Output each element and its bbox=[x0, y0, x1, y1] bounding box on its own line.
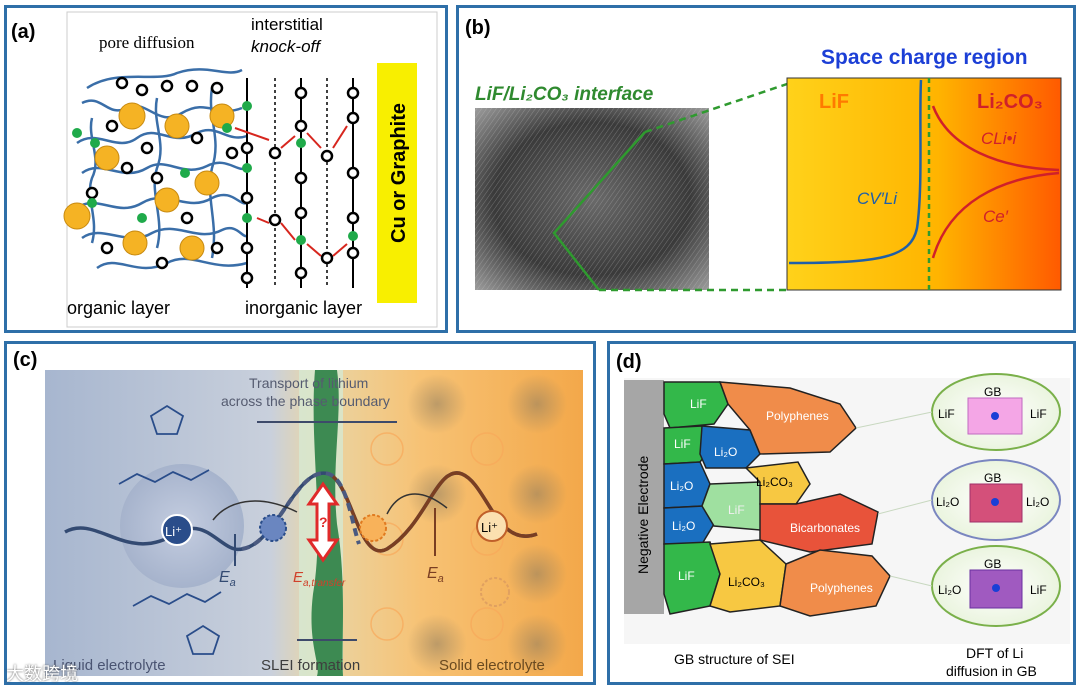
panel-a-label: (a) bbox=[11, 21, 35, 43]
region-li2o-2: Li₂O bbox=[670, 479, 693, 493]
caption-dft-line2: diffusion in GB bbox=[946, 663, 1037, 679]
vacancy-curve bbox=[788, 79, 923, 265]
space-charge-plot bbox=[786, 77, 1062, 291]
interface-marker bbox=[552, 131, 646, 291]
li-plus-left: Li⁺ bbox=[165, 524, 182, 539]
solvent-molecules bbox=[118, 404, 222, 655]
tem-image bbox=[475, 108, 709, 290]
li-ion-right bbox=[476, 510, 508, 542]
panel-c: (c) Li⁺ Li⁺ bbox=[4, 341, 596, 685]
region-li2o-3: Li₂O bbox=[672, 519, 695, 533]
region-li2co3-1: Li₂CO₃ bbox=[756, 475, 793, 489]
dft-gb-1 bbox=[931, 373, 1061, 451]
interstitial-conc-label: CLi•i bbox=[981, 129, 1017, 148]
transport-line2: across the phase boundary bbox=[221, 393, 390, 409]
panel-b: (b) Space charge region LiF/Li₂CO₃ inter… bbox=[456, 5, 1076, 333]
dft-1-right: LiF bbox=[1030, 407, 1047, 421]
barrier-question: ? bbox=[319, 514, 328, 530]
dft-1-left: LiF bbox=[938, 407, 955, 421]
vacancy-site bbox=[480, 577, 510, 607]
li-plus-right: Li⁺ bbox=[481, 520, 498, 535]
cu-graphite-label: Cu or Graphite bbox=[388, 103, 410, 243]
pore-diffusion-label: pore diffusion bbox=[99, 33, 195, 52]
region-li2co3-2: Li₂CO₃ bbox=[728, 575, 765, 589]
dft-2-left: Li₂O bbox=[936, 495, 959, 509]
panel-d-figure: (d) Negative Electrode LiF LiF Li₂O Li₂O… bbox=[616, 351, 1070, 679]
li-ions-open bbox=[85, 76, 360, 285]
panel-c-figure: (c) Li⁺ Li⁺ bbox=[13, 349, 583, 676]
negative-electrode-label: Negative Electrode bbox=[635, 455, 651, 574]
zoom-connectors bbox=[855, 411, 933, 587]
caption-dft-line1: DFT of Li bbox=[966, 645, 1023, 661]
green-particles bbox=[72, 101, 358, 245]
solid-electrolyte-label: Solid electrolyte bbox=[439, 657, 545, 674]
interstitial-curve bbox=[931, 105, 1060, 172]
vacancy-conc-label: CV′Li bbox=[857, 189, 898, 208]
diffusion-arrows bbox=[234, 125, 348, 257]
region-bicarbonates: Bicarbonates bbox=[790, 521, 860, 535]
ea-transfer: Ea,transfer bbox=[293, 569, 346, 589]
panel-c-label: (c) bbox=[13, 349, 37, 371]
interstitial-label: interstitial bbox=[251, 15, 323, 34]
panel-b-label: (b) bbox=[465, 17, 491, 39]
inorganic-layer-label: inorganic layer bbox=[245, 298, 362, 318]
li-ion-transit-left bbox=[259, 514, 287, 542]
ea-right: Ea bbox=[427, 565, 444, 585]
region-polyphenes-2: Polyphenes bbox=[810, 581, 873, 595]
cu-graphite-bar bbox=[377, 63, 417, 303]
hop-arrow-right bbox=[386, 493, 448, 515]
knock-off-label: knock-off bbox=[251, 37, 322, 56]
li2co3-label: Li₂CO₃ bbox=[977, 91, 1043, 113]
gb-label-3: GB bbox=[984, 557, 1001, 571]
panel-d-label: (d) bbox=[616, 351, 642, 373]
organic-layer-label: organic layer bbox=[67, 298, 170, 318]
solid-lattice bbox=[370, 374, 567, 674]
region-li2o-1: Li₂O bbox=[714, 445, 737, 459]
electron-curve bbox=[931, 171, 1060, 259]
electron-conc-label: Ce′ bbox=[983, 207, 1009, 226]
panel-d: (d) Negative Electrode LiF LiF Li₂O Li₂O… bbox=[607, 341, 1076, 685]
interface-title: LiF/Li₂CO₃ interface bbox=[475, 84, 654, 105]
ea-left: Ea bbox=[219, 569, 236, 589]
liquid-electrolyte-label: Liquid electrolyte bbox=[53, 657, 166, 674]
dft-gb-3 bbox=[931, 545, 1061, 627]
region-lif-4: LiF bbox=[678, 569, 695, 583]
hop-arrow-left bbox=[212, 500, 298, 521]
transfer-barrier-arrow bbox=[306, 481, 340, 563]
panel-a-figure: (a) pore diffusion interstitial knock-of… bbox=[11, 11, 438, 328]
transport-line1: Transport of lithium bbox=[249, 375, 368, 391]
sei-grains bbox=[663, 381, 891, 617]
panel-a: (a) pore diffusion interstitial knock-of… bbox=[4, 5, 448, 333]
region-lif-1: LiF bbox=[690, 397, 707, 411]
zoom-line-top bbox=[644, 82, 788, 134]
region-lif-2: LiF bbox=[674, 437, 691, 451]
li-ion-transit-right bbox=[359, 514, 387, 542]
caption-gb-structure: GB structure of SEI bbox=[674, 651, 795, 667]
negative-electrode bbox=[624, 380, 664, 614]
dft-3-left: Li₂O bbox=[938, 583, 961, 597]
region-lif-3: LiF bbox=[728, 503, 745, 517]
dft-2-right: Li₂O bbox=[1026, 495, 1049, 509]
dft-3-right: LiF bbox=[1030, 583, 1047, 597]
large-particles bbox=[63, 102, 235, 261]
watermark: 大数跨境 bbox=[6, 664, 78, 685]
lif-label: LiF bbox=[819, 91, 849, 113]
slei-formation-label: SLEI formation bbox=[261, 657, 360, 674]
dft-gb-2 bbox=[931, 459, 1061, 541]
panel-b-figure: (b) Space charge region LiF/Li₂CO₃ inter… bbox=[465, 17, 1062, 292]
gb-label-2: GB bbox=[984, 471, 1001, 485]
region-polyphenes-1: Polyphenes bbox=[766, 409, 829, 423]
li-ion-left bbox=[161, 514, 193, 546]
space-charge-title: Space charge region bbox=[821, 46, 1028, 69]
gb-label-1: GB bbox=[984, 385, 1001, 399]
